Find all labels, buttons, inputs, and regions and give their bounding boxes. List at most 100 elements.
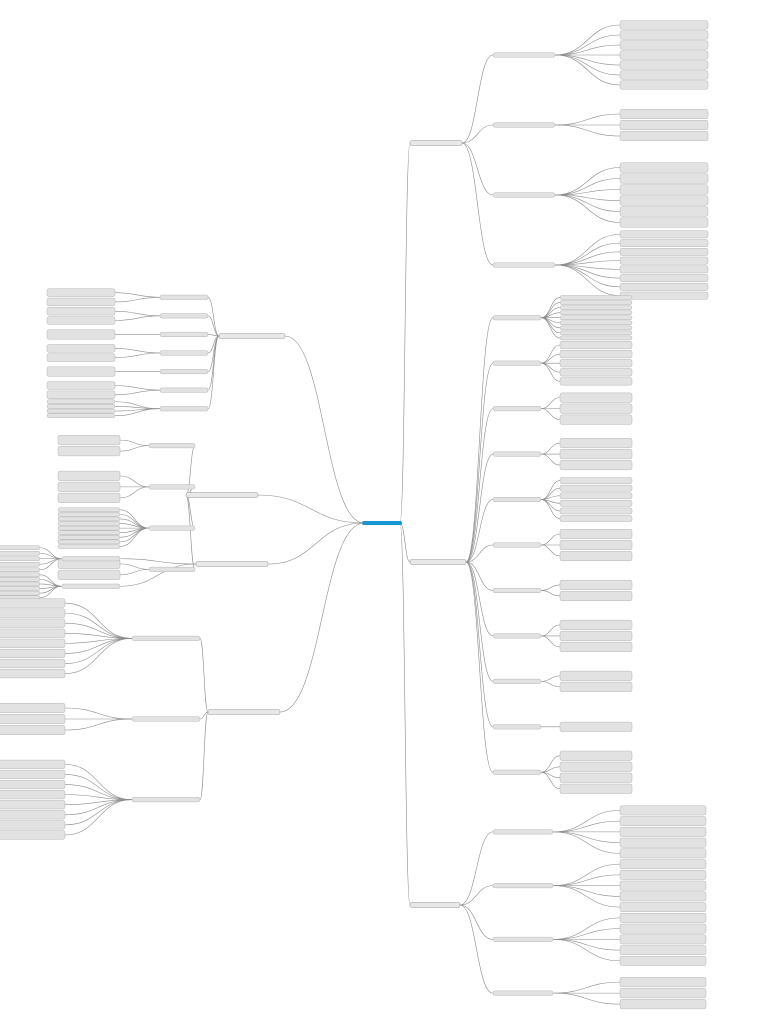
leaf-node[interactable]: [46, 413, 116, 418]
leaf-node[interactable]: [57, 507, 121, 513]
leaf-node[interactable]: [0, 556, 41, 561]
leaf-node[interactable]: [57, 470, 121, 481]
topic-node[interactable]: [159, 294, 209, 300]
leaf-node[interactable]: [559, 551, 633, 561]
leaf-node[interactable]: [559, 368, 633, 377]
leaf-node[interactable]: [46, 390, 116, 399]
leaf-node[interactable]: [0, 545, 41, 550]
topic-node[interactable]: [492, 829, 554, 835]
leaf-node[interactable]: [619, 217, 709, 228]
leaf-node[interactable]: [619, 131, 709, 141]
leaf-node[interactable]: [619, 816, 707, 826]
leaf-node[interactable]: [619, 265, 709, 274]
leaf-node[interactable]: [619, 988, 707, 999]
leaf-node[interactable]: [619, 859, 707, 869]
leaf-node[interactable]: [559, 325, 633, 331]
leaf-node[interactable]: [0, 790, 66, 800]
leaf-node[interactable]: [0, 598, 66, 608]
leaf-node[interactable]: [0, 628, 66, 638]
leaf-node[interactable]: [0, 577, 41, 582]
leaf-node[interactable]: [619, 60, 709, 70]
topic-node[interactable]: [492, 633, 542, 639]
leaf-node[interactable]: [57, 530, 121, 535]
leaf-node[interactable]: [0, 551, 41, 556]
leaf-node[interactable]: [559, 310, 633, 315]
leaf-node[interactable]: [619, 956, 707, 966]
leaf-node[interactable]: [559, 619, 633, 630]
leaf-node[interactable]: [619, 848, 707, 859]
branch-node[interactable]: [185, 492, 259, 498]
leaf-node[interactable]: [619, 977, 707, 988]
leaf-node[interactable]: [57, 521, 121, 526]
leaf-node[interactable]: [559, 438, 633, 449]
topic-node[interactable]: [159, 387, 209, 393]
leaf-node[interactable]: [619, 248, 709, 256]
leaf-node[interactable]: [46, 381, 116, 390]
leaf-node[interactable]: [559, 529, 633, 539]
leaf-node[interactable]: [559, 449, 633, 460]
leaf-node[interactable]: [0, 703, 66, 713]
leaf-node[interactable]: [559, 335, 633, 341]
root-node[interactable]: [362, 521, 402, 525]
leaf-node[interactable]: [0, 562, 41, 567]
topic-node[interactable]: [492, 883, 554, 889]
leaf-node[interactable]: [619, 239, 709, 247]
leaf-node[interactable]: [559, 515, 633, 522]
topic-node[interactable]: [492, 678, 542, 684]
topic-node[interactable]: [492, 451, 542, 457]
leaf-node[interactable]: [619, 891, 707, 902]
topic-node[interactable]: [492, 587, 542, 593]
leaf-node[interactable]: [46, 366, 116, 377]
leaf-node[interactable]: [619, 70, 709, 80]
topic-node[interactable]: [492, 990, 554, 996]
topic-node[interactable]: [148, 525, 196, 531]
topic-node[interactable]: [131, 797, 201, 803]
leaf-node[interactable]: [619, 109, 709, 119]
branch-node[interactable]: [218, 333, 286, 339]
leaf-node[interactable]: [0, 725, 66, 735]
leaf-node[interactable]: [559, 772, 633, 783]
leaf-node[interactable]: [46, 307, 116, 316]
branch-node[interactable]: [409, 140, 463, 146]
leaf-node[interactable]: [559, 721, 633, 732]
leaf-node[interactable]: [57, 544, 121, 549]
leaf-node[interactable]: [559, 630, 633, 641]
leaf-node[interactable]: [0, 769, 66, 779]
leaf-node[interactable]: [619, 283, 709, 291]
topic-node[interactable]: [159, 406, 209, 412]
topic-node[interactable]: [148, 443, 196, 449]
leaf-node[interactable]: [46, 344, 116, 353]
topic-node[interactable]: [492, 497, 542, 503]
leaf-node[interactable]: [0, 759, 66, 769]
branch-node[interactable]: [409, 559, 467, 565]
leaf-node[interactable]: [559, 330, 633, 336]
leaf-node[interactable]: [559, 359, 633, 368]
leaf-node[interactable]: [559, 681, 633, 692]
topic-node[interactable]: [492, 315, 542, 321]
leaf-node[interactable]: [619, 195, 709, 206]
topic-node[interactable]: [159, 313, 209, 319]
leaf-node[interactable]: [619, 902, 707, 912]
leaf-node[interactable]: [619, 120, 709, 130]
leaf-node[interactable]: [619, 20, 709, 30]
leaf-node[interactable]: [46, 329, 116, 340]
leaf-node[interactable]: [619, 291, 709, 300]
leaf-node[interactable]: [559, 670, 633, 681]
leaf-node[interactable]: [559, 540, 633, 550]
topic-node[interactable]: [492, 542, 542, 548]
leaf-node[interactable]: [559, 403, 633, 414]
leaf-node[interactable]: [619, 805, 707, 816]
leaf-node[interactable]: [57, 481, 121, 492]
leaf-node[interactable]: [0, 830, 66, 840]
leaf-node[interactable]: [559, 750, 633, 761]
leaf-node[interactable]: [619, 173, 709, 184]
topic-node[interactable]: [492, 122, 556, 128]
leaf-node[interactable]: [619, 206, 709, 217]
leaf-node[interactable]: [559, 315, 633, 320]
leaf-node[interactable]: [559, 641, 633, 652]
leaf-node[interactable]: [619, 230, 709, 239]
leaf-node[interactable]: [559, 783, 633, 794]
leaf-node[interactable]: [559, 761, 633, 772]
leaf-node[interactable]: [0, 608, 66, 618]
leaf-node[interactable]: [0, 810, 66, 820]
